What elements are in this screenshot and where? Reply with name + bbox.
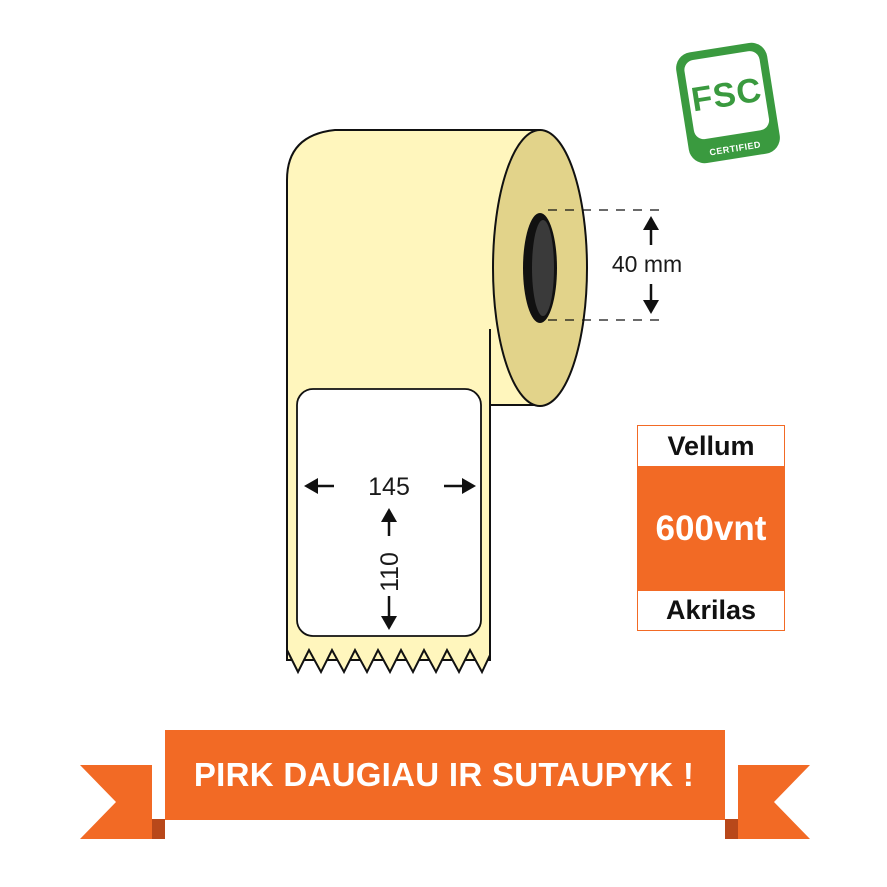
roll-core-inner: [532, 220, 554, 316]
fsc-certified-badge: FSC CERTIFIED: [673, 40, 783, 166]
promo-ribbon-banner[interactable]: PIRK DAUGIAU IR SUTAUPYK !: [80, 727, 810, 839]
ribbon-shape: [80, 730, 810, 839]
height-dimension-arrows: [381, 508, 397, 630]
material-info-box: Vellum 600vnt Akrilas: [637, 425, 785, 631]
label-width-text: 145: [368, 473, 410, 501]
material-top-label: Vellum: [667, 430, 755, 461]
fsc-logo-text: FSC: [688, 70, 765, 119]
core-dimension-guides: [548, 209, 660, 321]
ribbon-right-tail: [738, 765, 810, 839]
promo-banner-text: PIRK DAUGIAU IR SUTAUPYK !: [193, 756, 695, 793]
quantity-label: 600vnt: [638, 466, 784, 591]
label-height-text: 110: [376, 552, 404, 592]
fsc-badge-panel: FSC: [682, 49, 771, 141]
width-dimension-arrows: [304, 478, 476, 494]
adhesive-label: Akrilas: [665, 595, 757, 625]
ribbon-main-band: [165, 730, 725, 820]
ribbon-left-tail: [80, 765, 152, 839]
ribbon-right-fold: [725, 819, 738, 839]
ribbon-left-fold: [152, 819, 165, 839]
core-diameter-text: 40 mm: [612, 251, 682, 277]
core-dimension-arrows: [643, 216, 659, 314]
